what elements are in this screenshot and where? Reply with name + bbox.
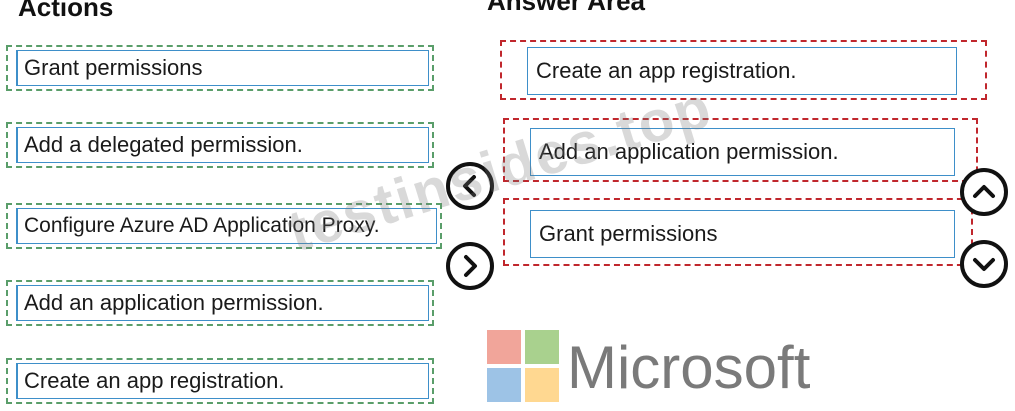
action-item[interactable]: Create an app registration.	[6, 358, 434, 404]
action-item[interactable]: Add a delegated permission.	[6, 122, 434, 168]
chevron-left-icon	[463, 175, 476, 197]
move-left-button[interactable]	[446, 162, 494, 210]
chevron-right-icon	[464, 255, 477, 277]
move-up-button[interactable]	[960, 168, 1008, 216]
answer-slot	[503, 118, 978, 182]
answer-slot	[503, 198, 973, 266]
actions-heading: Actions	[18, 0, 114, 22]
answer-item[interactable]: Create an app registration.	[527, 47, 957, 95]
logo-square-yellow	[525, 368, 559, 402]
answer-slot	[500, 40, 987, 100]
move-down-button[interactable]	[960, 240, 1008, 288]
action-item-label: Configure Azure AD Application Proxy.	[16, 208, 437, 244]
answer-item[interactable]: Add an application permission.	[530, 128, 955, 176]
action-item-label: Create an app registration.	[16, 363, 429, 399]
answer-area-heading: Answer Area	[487, 0, 645, 16]
action-item[interactable]: Add an application permission.	[6, 280, 434, 326]
logo-square-green	[525, 330, 559, 364]
microsoft-wordmark: Microsoft	[567, 334, 811, 401]
microsoft-logo-icon	[487, 330, 559, 402]
answer-item-label: Add an application permission.	[539, 139, 839, 164]
action-item-label: Add an application permission.	[16, 285, 429, 321]
answer-item[interactable]: Grant permissions	[530, 210, 955, 258]
action-item-label: Add a delegated permission.	[16, 127, 429, 163]
chevron-down-icon	[973, 258, 995, 271]
action-item[interactable]: Configure Azure AD Application Proxy.	[6, 203, 442, 249]
chevron-up-icon	[973, 185, 995, 198]
logo-square-red	[487, 330, 521, 364]
move-right-button[interactable]	[446, 242, 494, 290]
action-item-label: Grant permissions	[16, 50, 429, 86]
action-item[interactable]: Grant permissions	[6, 45, 434, 91]
logo-square-blue	[487, 368, 521, 402]
answer-item-label: Create an app registration.	[536, 58, 797, 83]
answer-item-label: Grant permissions	[539, 221, 718, 246]
